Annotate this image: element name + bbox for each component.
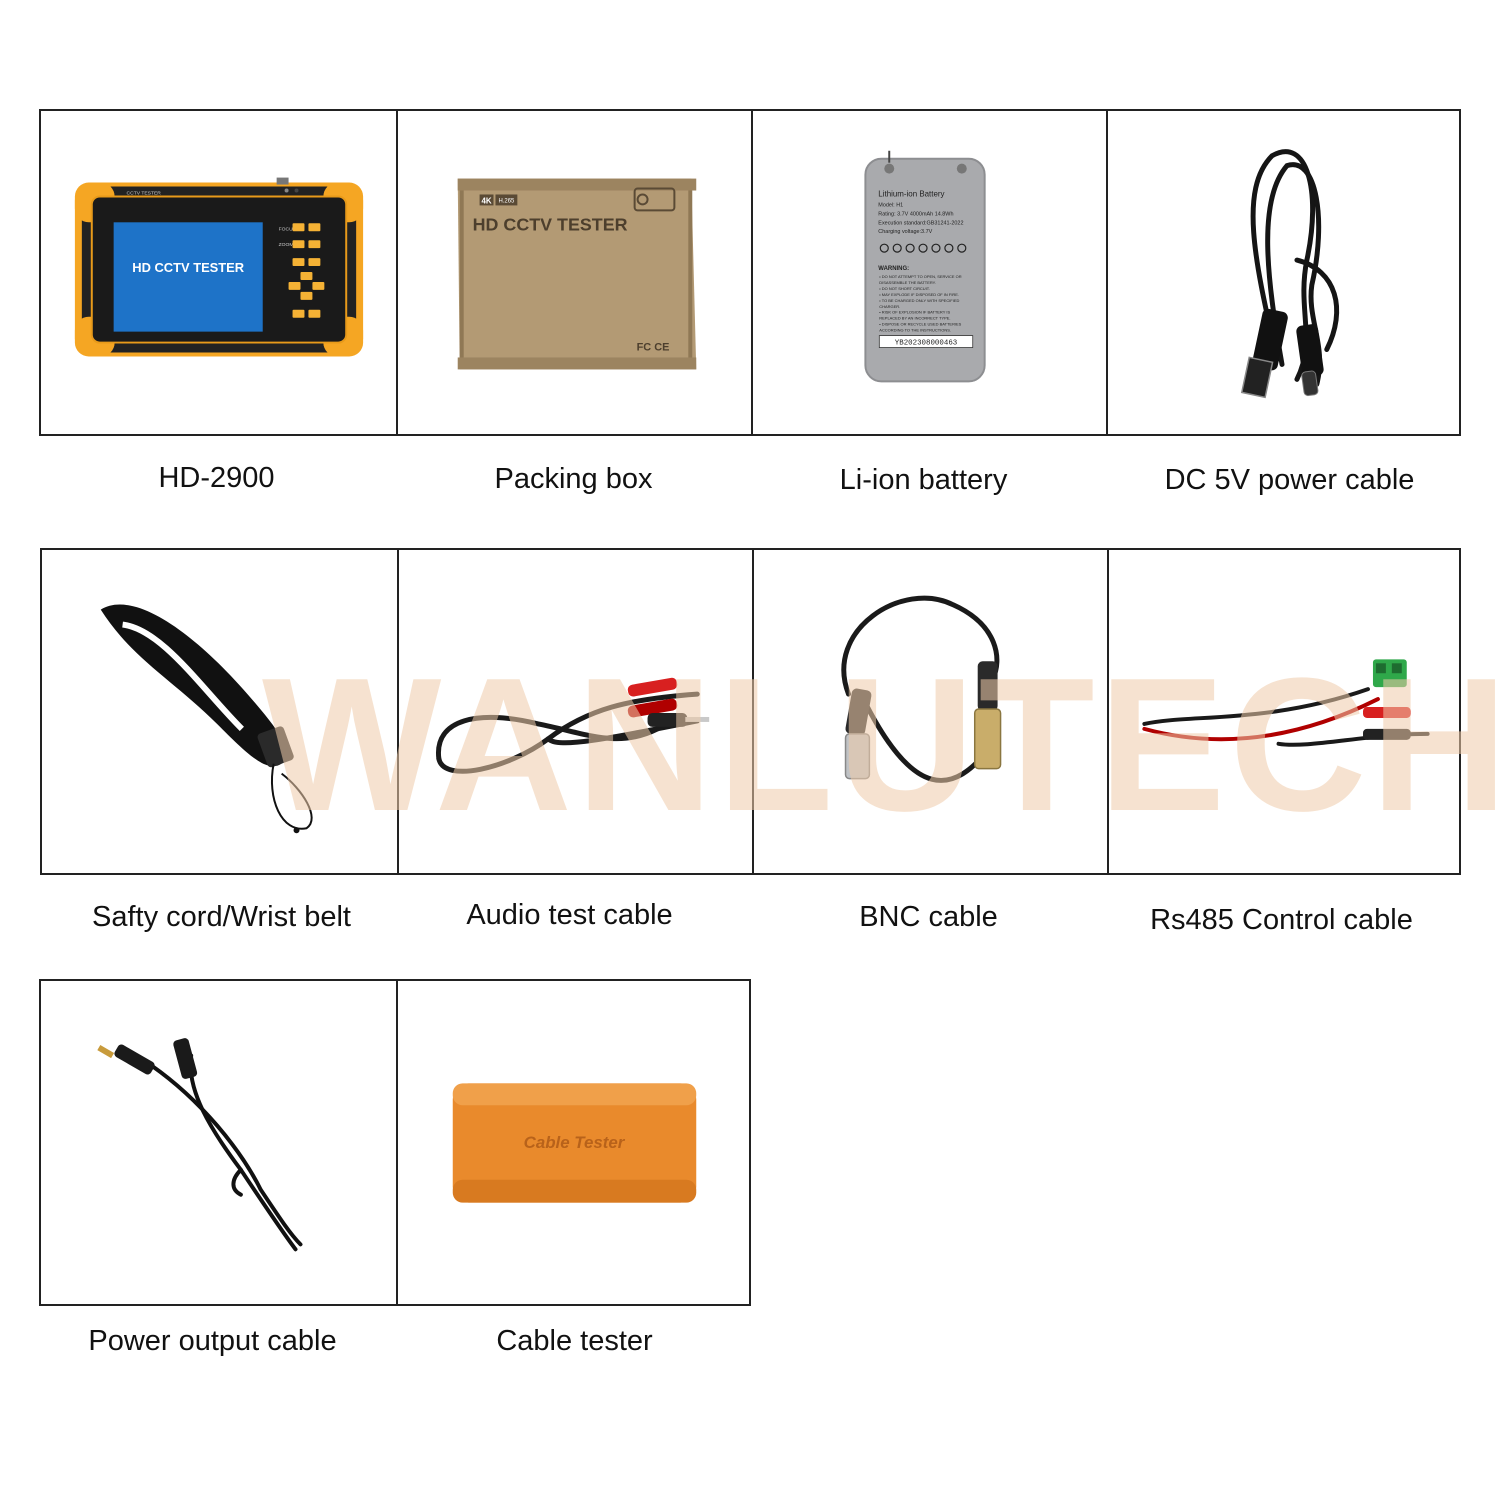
cctv-tester-device-icon: HD CCTV TESTER CCTV TESTER FOCUS ZOOM bbox=[74, 177, 364, 357]
grid-row-3: Cable Tester bbox=[39, 979, 751, 1306]
device-focus-label: FOCUS bbox=[279, 226, 297, 232]
battery-label-line-3: Rating: 3.7V 4000mAh 14.8Wh bbox=[878, 211, 953, 217]
grid-row-1: HD CCTV TESTER CCTV TESTER FOCUS ZOOM bbox=[39, 109, 1461, 436]
battery-icon: Lithium-ion Battery Model: H1 Rating: 3.… bbox=[864, 150, 986, 383]
box-4k-badge: 4K bbox=[481, 196, 491, 205]
caption-power-output-cable: Power output cable bbox=[88, 1325, 337, 1357]
battery-warning-line: • DISPOSE OR RECYCLE USED BATTERIES bbox=[879, 322, 961, 327]
cable-tester-icon: Cable Tester bbox=[452, 1083, 697, 1203]
caption-hd-2900: HD-2900 bbox=[158, 462, 275, 494]
grid-row-2 bbox=[40, 548, 1461, 875]
battery-label-line-1: Lithium-ion Battery bbox=[878, 189, 944, 198]
battery-warning-line: • MAY EXPLODE IF DISPOSED OF IN FIRE. bbox=[879, 292, 959, 297]
cell-cable-tester: Cable Tester bbox=[396, 981, 751, 1304]
cable-tester-text: Cable Tester bbox=[524, 1133, 626, 1152]
battery-label-line-2: Model: H1 bbox=[878, 202, 903, 208]
cell-dc-5v-power-cable bbox=[1106, 111, 1461, 434]
box-title: HD CCTV TESTER bbox=[473, 214, 628, 234]
caption-bnc-cable: BNC cable bbox=[859, 901, 998, 933]
rs485-cable-icon bbox=[1142, 659, 1430, 747]
box-codec-badge: H.265 bbox=[498, 198, 515, 204]
caption-packing-box: Packing box bbox=[494, 463, 653, 495]
caption-cable-tester: Cable tester bbox=[496, 1325, 653, 1357]
battery-label-line-4: Execution standard:GB31241-2022 bbox=[878, 220, 963, 226]
cell-hd-2900: HD CCTV TESTER CCTV TESTER FOCUS ZOOM bbox=[41, 111, 396, 434]
caption-safety-cord: Safty cord/Wrist belt bbox=[92, 901, 351, 933]
cell-power-output-cable bbox=[41, 981, 396, 1304]
device-zoom-label: ZOOM bbox=[279, 242, 294, 248]
battery-warning-line: DISASSEMBLE THE BATTERY. bbox=[879, 280, 936, 285]
caption-rs485-control-cable: Rs485 Control cable bbox=[1150, 904, 1413, 936]
cell-bnc-cable bbox=[752, 550, 1107, 873]
device-screen-text: HD CCTV TESTER bbox=[132, 260, 245, 275]
battery-warning-line: • TO BE CHARGED ONLY WITH SPECIFIED bbox=[879, 298, 959, 303]
cell-safety-cord bbox=[42, 550, 397, 873]
usb-cable-icon bbox=[1240, 149, 1340, 399]
battery-warning-title: WARNING: bbox=[878, 266, 909, 272]
cell-rs485-control-cable bbox=[1107, 550, 1463, 873]
battery-warning-line: • DO NOT SHORT CIRCUIT. bbox=[879, 286, 930, 291]
device-title: CCTV TESTER bbox=[127, 190, 162, 196]
battery-label-line-5: Charging voltage:3.7V bbox=[878, 229, 932, 235]
cell-packing-box: 4K H.265 HD CCTV TESTER FC CE bbox=[396, 111, 751, 434]
wrist-strap-icon bbox=[100, 604, 313, 834]
cell-audio-test-cable bbox=[397, 550, 752, 873]
battery-warning-line: • DO NOT ATTEMPT TO OPEN, SERVICE OR bbox=[879, 274, 961, 279]
battery-warning-line: CHARGER. bbox=[879, 304, 900, 309]
battery-warning-line: REPLACED BY AN INCORRECT TYPE. bbox=[879, 316, 950, 321]
caption-dc-5v-power-cable: DC 5V power cable bbox=[1164, 464, 1415, 496]
battery-warning-line: ACCORDING TO THE INSTRUCTIONS. bbox=[879, 328, 951, 333]
bnc-cable-icon bbox=[841, 595, 1002, 783]
box-fcc-mark: FC CE bbox=[637, 342, 670, 354]
caption-li-ion-battery: Li-ion battery bbox=[839, 464, 1008, 496]
audio-cable-icon bbox=[436, 677, 710, 774]
packing-box-icon: 4K H.265 HD CCTV TESTER FC CE bbox=[457, 178, 697, 370]
battery-warning-line: • RISK OF EXPLOSION IF BATTERY IS bbox=[879, 310, 950, 315]
dc-power-cable-icon bbox=[97, 1038, 303, 1252]
battery-serial: YB202308000463 bbox=[895, 340, 958, 348]
cell-li-ion-battery: Lithium-ion Battery Model: H1 Rating: 3.… bbox=[751, 111, 1106, 434]
caption-audio-test-cable: Audio test cable bbox=[466, 899, 673, 931]
